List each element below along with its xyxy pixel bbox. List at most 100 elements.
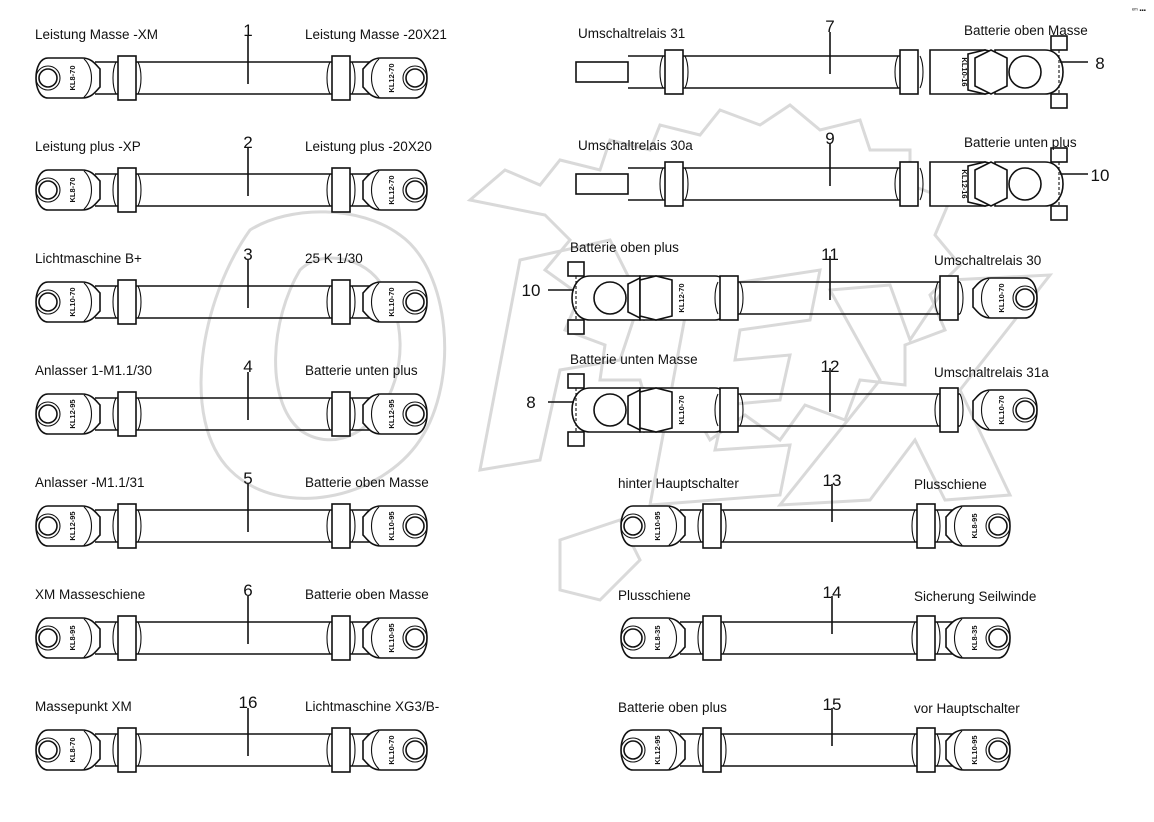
- clamp-body: [994, 49, 1064, 95]
- lug-ring: [402, 625, 428, 651]
- lug-tag: KL10-70: [68, 287, 77, 316]
- cable-left-label: Umschaltrelais 31: [578, 26, 685, 41]
- sleeve-edge: [739, 281, 744, 315]
- lug-tag: KL12-70: [387, 175, 396, 204]
- heat-shrink-sleeve: [939, 387, 959, 433]
- lug-tag: KL12-16: [960, 169, 969, 198]
- lug-tag: KL12-70: [387, 63, 396, 92]
- lug-hole: [38, 516, 58, 536]
- clamp-number: 8: [526, 393, 535, 412]
- sleeve-edge: [137, 285, 142, 319]
- lug-hole: [988, 628, 1008, 648]
- cable-number: 6: [243, 581, 252, 600]
- crimp-curve: [83, 730, 93, 770]
- bolt-head-top: [1050, 35, 1068, 51]
- clamp-body: [994, 161, 1064, 207]
- crimp-curve: [370, 394, 380, 434]
- heat-shrink-sleeve: [331, 615, 351, 661]
- heat-shrink-sleeve: [916, 727, 936, 773]
- cable-number: 12: [821, 357, 840, 376]
- sleeve-edge: [112, 61, 117, 95]
- watermark-logo: [199, 103, 1054, 602]
- sleeve-edge: [351, 285, 356, 319]
- lug-hole: [38, 180, 58, 200]
- lug-tag: KL8-35: [970, 625, 979, 650]
- hex-nut: [974, 49, 1008, 95]
- hex-nut: [974, 161, 1008, 207]
- heat-shrink-sleeve: [117, 727, 137, 773]
- sleeve-edge: [722, 733, 727, 767]
- hex-nut: [639, 387, 673, 433]
- cable-7: KL10-16: [575, 32, 1088, 109]
- bolt-head-bottom: [567, 319, 585, 335]
- cable-left-label: Leistung Masse -XM: [35, 27, 158, 42]
- crimp-curve: [668, 618, 678, 658]
- heat-shrink-sleeve: [916, 503, 936, 549]
- cable-9: KL12-16: [575, 144, 1088, 221]
- cable-right-label: Leistung plus -20X20: [305, 139, 432, 154]
- cable-number: 16: [239, 693, 258, 712]
- cable-left-label: hinter Hauptschalter: [618, 476, 739, 491]
- heat-shrink-sleeve: [117, 503, 137, 549]
- cable-left-label: Leistung plus -XP: [35, 139, 141, 154]
- heat-shrink-sleeve: [331, 55, 351, 101]
- crimp-curve: [83, 506, 93, 546]
- sleeve-edge: [911, 733, 916, 767]
- sleeve-edge: [714, 393, 719, 427]
- lug-tag: KL12-95: [68, 399, 77, 428]
- cable-number: 5: [243, 469, 252, 488]
- cable-left-label: Plusschiene: [618, 588, 691, 603]
- heat-shrink-sleeve: [702, 503, 722, 549]
- clamp-body: [571, 275, 641, 321]
- cable-right-label: Lichtmaschine XG3/B-: [305, 699, 439, 714]
- sleeve-edge: [326, 621, 331, 655]
- lug-hole: [988, 740, 1008, 760]
- lug-ring: [402, 289, 428, 315]
- sleeve-edge: [959, 281, 964, 315]
- sleeve-edge: [684, 55, 689, 89]
- cable-number: 13: [823, 471, 842, 490]
- sleeve-edge: [137, 61, 142, 95]
- sleeve-edge: [894, 167, 899, 201]
- clamp-body: [571, 387, 641, 433]
- sleeve-edge: [911, 621, 916, 655]
- clamp-number: 8: [1095, 54, 1104, 73]
- cable-number: 11: [821, 245, 839, 264]
- clamp-number: 10: [522, 281, 541, 300]
- lug-tag: KL10-95: [387, 623, 396, 652]
- lug-tag: KL10-70: [387, 735, 396, 764]
- sleeve-edge: [112, 733, 117, 767]
- sleeve-edge: [722, 509, 727, 543]
- sleeve-edge: [351, 173, 356, 207]
- sleeve-edge: [351, 397, 356, 431]
- sleeve-edge: [112, 285, 117, 319]
- lug-tag: KL10-70: [677, 395, 686, 424]
- clamp-post-hole: [1008, 167, 1042, 201]
- crimp-curve: [953, 506, 963, 546]
- heat-shrink-sleeve: [916, 615, 936, 661]
- sleeve-edge: [326, 397, 331, 431]
- cable-right-label: 25 K 1/30: [305, 251, 363, 266]
- lug-ring: [985, 625, 1011, 651]
- cable-number: 15: [823, 695, 842, 714]
- cable-right-label: Plusschiene: [914, 477, 987, 492]
- lug-ring: [35, 401, 61, 427]
- sleeve-edge: [739, 393, 744, 427]
- lug-hole: [623, 740, 643, 760]
- lug-hole: [38, 404, 58, 424]
- lug-ring: [35, 289, 61, 315]
- lug-tag: KL10-70: [997, 395, 1006, 424]
- sleeve-edge: [919, 167, 924, 201]
- heat-shrink-sleeve: [702, 727, 722, 773]
- sleeve-edge: [351, 509, 356, 543]
- relay-pin: [575, 173, 629, 195]
- sleeve-edge: [697, 621, 702, 655]
- crimp-curve: [370, 58, 380, 98]
- lug-ring: [35, 65, 61, 91]
- lug-tag: KL10-16: [960, 57, 969, 86]
- bolt-head-bottom: [567, 431, 585, 447]
